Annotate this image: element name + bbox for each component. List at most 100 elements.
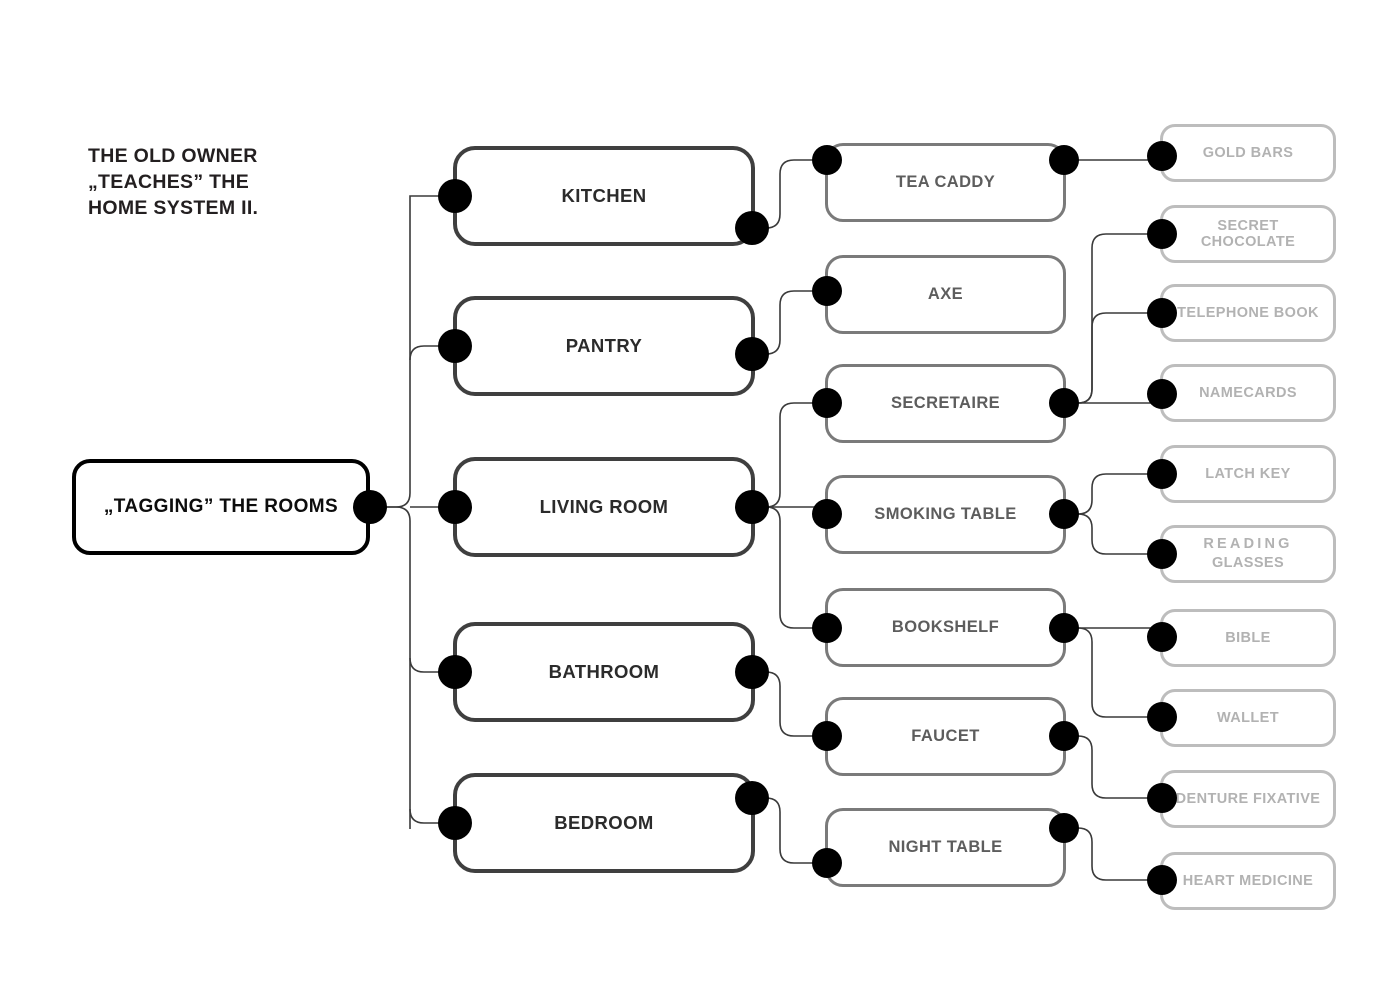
wire-bedroom-nighttable [752,797,827,864]
node-living-room-label: LIVING ROOM [539,496,669,517]
dot-bookshelf-in[interactable] [812,613,842,643]
dot-smoking-table-in[interactable] [812,499,842,529]
dot-pantry-out[interactable] [735,337,769,371]
node-latch-key-label: LATCH KEY [1205,466,1291,482]
dot-namecards-in[interactable] [1147,379,1177,409]
node-bedroom[interactable]: BEDROOM [453,773,755,873]
dot-secretaire-in[interactable] [812,388,842,418]
wire-living-secretaire [752,402,827,508]
wire-smokingtable-readingglasses [1064,513,1162,555]
node-bible[interactable]: BIBLE [1160,609,1336,667]
dot-gold-bars-in[interactable] [1147,141,1177,171]
dot-axe-in[interactable] [812,276,842,306]
dot-tea-caddy-out[interactable] [1049,145,1079,175]
dot-secret-chocolate-in[interactable] [1147,219,1177,249]
node-gold-bars[interactable]: GOLD BARS [1160,124,1336,182]
wire-root-bathroom [409,657,455,673]
node-reading-glasses-line2: GLASSES [1211,555,1285,571]
node-living-room[interactable]: LIVING ROOM [453,457,755,557]
node-secretaire[interactable]: SECRETAIRE [825,364,1066,443]
dot-bookshelf-out[interactable] [1049,613,1079,643]
node-namecards-label: NAMECARDS [1199,385,1297,401]
dot-bedroom-out[interactable] [735,781,769,815]
node-secret-chocolate[interactable]: SECRET CHOCOLATE [1160,205,1336,263]
node-root[interactable]: „TAGGING” THE ROOMS [72,459,370,555]
wire-root-kitchen [409,195,455,203]
wire-root-spine-down [370,506,411,829]
dot-denture-fixative-in[interactable] [1147,783,1177,813]
dot-telephone-book-in[interactable] [1147,298,1177,328]
node-telephone-book[interactable]: TELEPHONE BOOK [1160,284,1336,342]
node-kitchen-label: KITCHEN [561,185,647,206]
node-faucet[interactable]: FAUCET [825,697,1066,776]
node-reading-glasses-line1: READING [1203,536,1293,552]
dot-tea-caddy-in[interactable] [812,145,842,175]
wire-nighttable-heartmedicine [1064,827,1162,881]
node-axe-label: AXE [927,285,964,303]
page-title: THE OLD OWNER „TEACHES” THE HOME SYSTEM … [88,145,259,219]
node-wallet[interactable]: WALLET [1160,689,1336,747]
dot-living-room-out[interactable] [735,490,769,524]
dot-smoking-table-out[interactable] [1049,499,1079,529]
wire-living-bookshelf [752,506,827,629]
dot-bathroom-out[interactable] [735,655,769,689]
node-reading-glasses-label: READING GLASSES [1163,535,1333,573]
wire-root-pantry [409,345,455,361]
node-reading-glasses[interactable]: READING GLASSES [1160,525,1336,583]
dot-reading-glasses-in[interactable] [1147,539,1177,569]
node-tea-caddy[interactable]: TEA CADDY [825,143,1066,222]
node-heart-medicine-label: HEART MEDICINE [1182,873,1314,889]
node-bible-label: BIBLE [1225,630,1271,646]
node-root-label: „TAGGING” THE ROOMS [103,496,339,517]
node-denture-fixative[interactable]: DENTURE FIXATIVE [1160,770,1336,828]
node-secretaire-label: SECRETAIRE [890,394,1001,412]
dot-faucet-out[interactable] [1049,721,1079,751]
dot-pantry-in[interactable] [438,329,472,363]
wire-root-bedroom [409,808,455,824]
dot-living-room-in[interactable] [438,490,472,524]
wire-kitchen-teacaddy [752,159,827,229]
dot-night-table-in[interactable] [812,848,842,878]
dot-wallet-in[interactable] [1147,702,1177,732]
dot-faucet-in[interactable] [812,721,842,751]
node-kitchen[interactable]: KITCHEN [453,146,755,246]
dot-kitchen-out[interactable] [735,211,769,245]
wire-bathroom-faucet [752,671,827,737]
node-bathroom-label: BATHROOM [548,661,660,682]
node-pantry-label: PANTRY [565,335,643,356]
node-axe[interactable]: AXE [825,255,1066,334]
dot-heart-medicine-in[interactable] [1147,865,1177,895]
node-faucet-label: FAUCET [911,727,980,745]
node-wallet-label: WALLET [1216,710,1279,726]
dot-latch-key-in[interactable] [1147,459,1177,489]
dot-bible-in[interactable] [1147,622,1177,652]
wire-bookshelf-wallet [1064,627,1162,718]
node-secret-chocolate-label: SECRET CHOCOLATE [1200,218,1296,250]
node-bookshelf[interactable]: BOOKSHELF [825,588,1066,667]
node-bedroom-label: BEDROOM [554,812,654,833]
node-night-table[interactable]: NIGHT TABLE [825,808,1066,887]
node-pantry[interactable]: PANTRY [453,296,755,396]
node-bookshelf-label: BOOKSHELF [891,618,1000,636]
dot-bedroom-in[interactable] [438,806,472,840]
dot-root-out[interactable] [353,490,387,524]
node-latch-key[interactable]: LATCH KEY [1160,445,1336,503]
dot-night-table-out[interactable] [1049,813,1079,843]
dot-bathroom-in[interactable] [438,655,472,689]
node-namecards[interactable]: NAMECARDS [1160,364,1336,422]
node-night-table-label: NIGHT TABLE [888,838,1003,856]
node-smoking-table[interactable]: SMOKING TABLE [825,475,1066,554]
node-denture-fixative-label: DENTURE FIXATIVE [1175,791,1321,807]
node-gold-bars-label: GOLD BARS [1202,145,1294,161]
dot-secretaire-out[interactable] [1049,388,1079,418]
node-tea-caddy-label: TEA CADDY [895,173,996,191]
node-telephone-book-label: TELEPHONE BOOK [1177,305,1319,321]
node-heart-medicine[interactable]: HEART MEDICINE [1160,852,1336,910]
node-smoking-table-label: SMOKING TABLE [874,505,1017,523]
wire-root-spine [370,203,411,508]
wire-faucet-denturefixative [1064,735,1162,799]
node-bathroom[interactable]: BATHROOM [453,622,755,722]
dot-kitchen-in[interactable] [438,179,472,213]
